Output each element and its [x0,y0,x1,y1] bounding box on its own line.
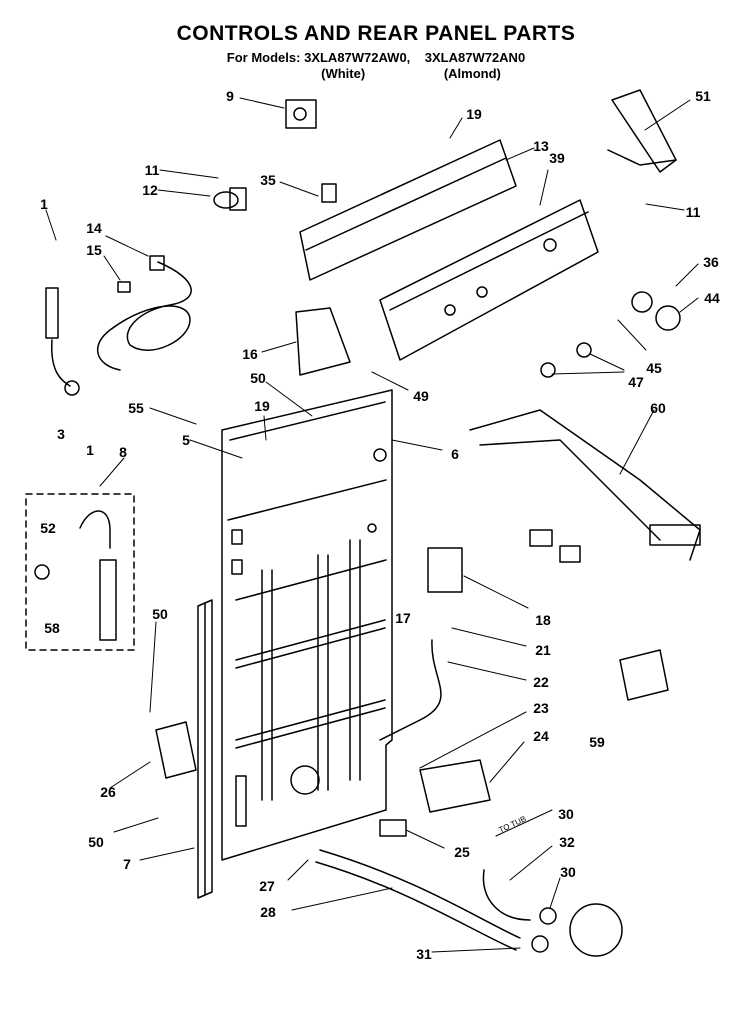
models-prefix: For Models: [226,50,301,65]
callout-6: 6 [451,446,459,462]
switch-35 [321,183,337,203]
callout-15: 15 [86,242,102,258]
model-number-2: 3XLA87W72AN0 [424,50,526,65]
callout-24: 24 [533,728,549,744]
callout-12: 12 [142,182,158,198]
variant-almond: (Almond) [443,66,501,81]
knob-44 [655,305,681,331]
power-cord [96,255,192,371]
pressure-switch [213,187,247,211]
callout-5: 5 [182,432,190,448]
callout-49: 49 [413,388,429,404]
callout-39: 39 [549,150,565,166]
variant-white: (White) [321,66,366,81]
timer-switch [285,99,317,129]
callout-11-b: 11 [685,204,701,220]
inlet-hose [45,287,80,396]
drain-hose-kit [25,493,135,651]
knob-45 [631,291,653,313]
callout-11: 11 [144,162,160,178]
bracket-26 [155,721,197,779]
callout-59: 59 [589,734,605,750]
model-line: For Models: 3XLA87W72AW0, 3XLA87W72AN0 [0,50,752,65]
side-rail [197,599,213,899]
callout-52: 52 [40,520,56,536]
callout-8: 8 [119,444,127,460]
callout-58: 58 [44,620,60,636]
bracket-59 [619,649,669,701]
console-panel [299,139,599,361]
callout-50: 50 [250,370,266,386]
wiring-harness [469,409,701,563]
drain-hose [315,849,623,957]
callout-3: 3 [57,426,65,442]
callout-25: 25 [454,844,470,860]
knob-47a [576,342,592,358]
callout-21: 21 [535,642,551,658]
callout-27: 27 [259,878,275,894]
callout-51: 51 [695,88,711,104]
callout-30: 30 [558,806,574,822]
rear-panel [221,389,393,861]
model-number-1: 3XLA87W72AW0, [304,50,411,65]
variant-line: (White) (Almond) [0,66,752,81]
leader-lines [45,97,699,953]
callout-44: 44 [704,290,720,306]
callout-9: 9 [226,88,234,104]
callout-28: 28 [260,904,276,920]
callout-50-c: 50 [88,834,104,850]
callout-23: 23 [533,700,549,716]
callout-1: 1 [40,196,48,212]
callout-7: 7 [123,856,131,872]
bracket-16 [295,307,351,376]
diagram-title: CONTROLS AND REAR PANEL PARTS [176,22,576,45]
callout-60: 60 [650,400,666,416]
callout-55: 55 [128,400,144,416]
knob-47b [540,362,556,378]
callout-13: 13 [533,138,549,154]
callout-47: 47 [628,374,644,390]
callout-22: 22 [533,674,549,690]
callout-14: 14 [86,220,102,236]
callout-1-b: 1 [86,442,94,458]
callout-36: 36 [703,254,719,270]
callout-18: 18 [535,612,551,628]
bracket-51 [607,89,677,173]
callout-35: 35 [260,172,276,188]
callout-16: 16 [242,346,258,362]
callout-26: 26 [100,784,116,800]
callout-45: 45 [646,360,662,376]
callout-30-b: 30 [560,864,576,880]
water-valve [379,547,491,837]
callout-19: 19 [466,106,482,122]
callout-17: 17 [395,610,411,626]
callout-50-b: 50 [152,606,168,622]
callout-19-b: 19 [254,398,270,414]
callout-32: 32 [559,834,575,850]
callout-31: 31 [416,946,432,962]
